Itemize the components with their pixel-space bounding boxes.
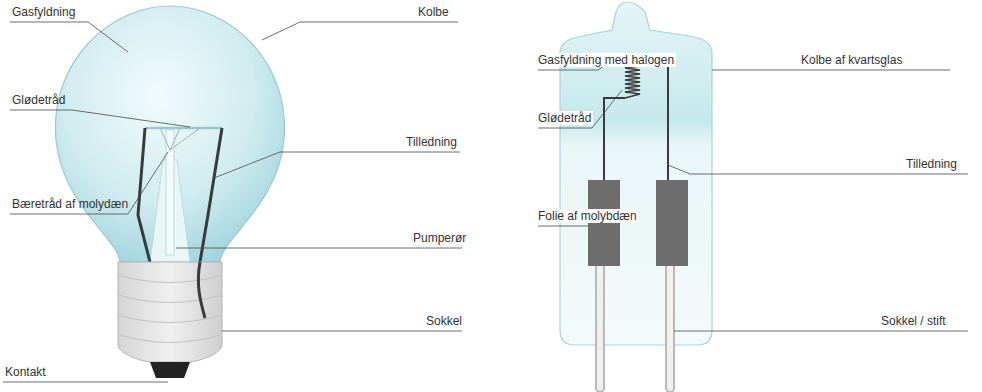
part-label: Tilledning bbox=[906, 157, 957, 171]
part-label: Glødetråd bbox=[536, 111, 593, 125]
part-label: Folie af molybdæn bbox=[536, 209, 639, 223]
part-label: Kolbe af kvartsglas bbox=[801, 53, 902, 67]
part-label: Glødetråd bbox=[12, 93, 65, 107]
part-label: Sokkel bbox=[426, 314, 462, 328]
part-label: Gasfyldning bbox=[12, 5, 75, 19]
leader-lines bbox=[3, 22, 968, 382]
part-label: Kolbe bbox=[418, 5, 449, 19]
part-label: Gasfyldning med halogen bbox=[536, 53, 676, 67]
part-label: Kontakt bbox=[5, 365, 46, 379]
part-label: Tilledning bbox=[406, 135, 457, 149]
part-label: Bæretråd af molydæn bbox=[12, 197, 128, 211]
incandescent-bulb bbox=[55, 6, 284, 378]
part-label: Sokkel / stift bbox=[881, 314, 946, 328]
part-label: Pumperør bbox=[413, 231, 466, 245]
